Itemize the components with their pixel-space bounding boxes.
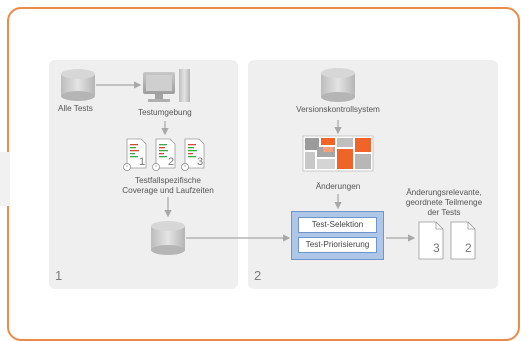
label-result-line1: Änderungsrelevante, [406,188,482,197]
database-icon [61,69,95,101]
coverage-file-icon [181,138,205,171]
database-icon [151,221,185,255]
database-icon [321,68,355,102]
test-selection-label: Test-Selektion [298,217,377,233]
label-all-tests: Alle Tests [58,104,93,113]
test-prioritization-label: Test-Priorisierung [298,237,377,253]
coverage-file-number: 1 [139,156,146,168]
coverage-file-icon [123,138,147,171]
label-changes: Änderungen [315,182,361,191]
label-coverage-line2: Coverage und Laufzeiten [122,186,214,195]
label-result-line2: geordnete Teilmenge [405,198,483,207]
changes-treemap-icon [302,135,374,172]
panel-number: 2 [254,268,262,283]
result-file-number: 2 [465,241,472,255]
label-result-line3: der Tests [427,208,461,217]
test-selection-box: Test-Selektion Test-Priorisierung [291,211,384,260]
result-file-number: 3 [433,241,440,255]
result-file-icon [418,221,444,260]
coverage-file-icon [152,138,176,171]
label-coverage-line1: Testfallspezifische [135,176,201,185]
label-vcs: Versionskontrollsystem [296,105,380,114]
computer-icon [143,69,190,102]
coverage-file-number: 3 [197,156,204,168]
panel-number: 1 [55,268,63,283]
label-test-environment: Testumgebung [138,108,192,117]
coverage-file-number: 2 [168,156,175,168]
edge-band [0,152,10,206]
result-file-icon [450,221,476,260]
